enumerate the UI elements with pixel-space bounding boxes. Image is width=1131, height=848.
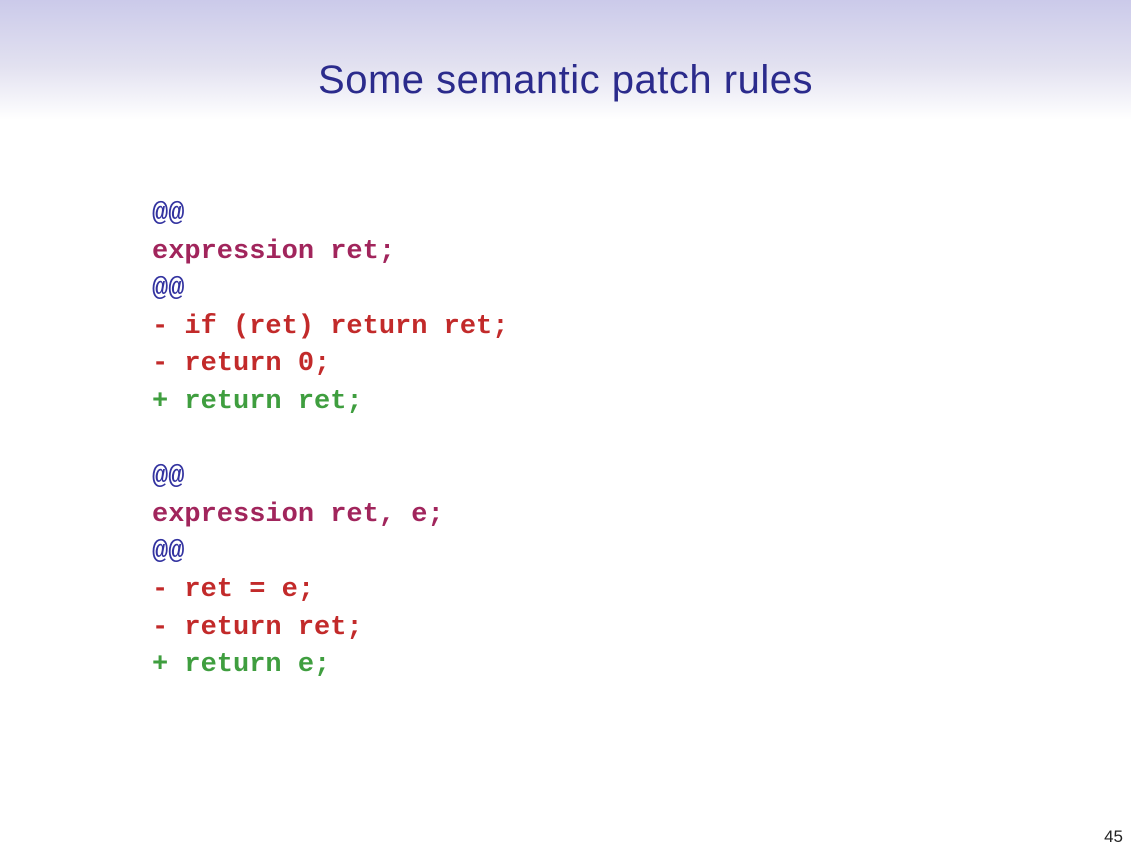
code-line: expression ret, e; [152, 499, 444, 530]
code-line: @@ [152, 274, 185, 305]
code-line: expression ret; [152, 236, 396, 267]
semantic-patch-rule-1: @@ expression ret; @@ - if (ret) return … [152, 196, 508, 422]
code-area: @@ expression ret; @@ - if (ret) return … [152, 196, 508, 685]
page-title: Some semantic patch rules [318, 58, 813, 102]
code-line: + return ret; [152, 386, 363, 417]
page-number: 45 [1104, 827, 1123, 846]
slide-header: Some semantic patch rules [0, 0, 1131, 120]
code-line: - return 0; [152, 349, 331, 380]
semantic-patch-rule-2: @@ expression ret, e; @@ - ret = e; - re… [152, 459, 508, 685]
code-line: - if (ret) return ret; [152, 311, 509, 342]
code-line: @@ [152, 462, 185, 493]
code-line: + return e; [152, 650, 331, 681]
code-line: @@ [152, 199, 185, 229]
code-line: @@ [152, 537, 185, 568]
code-line: - return ret; [152, 612, 363, 643]
code-line: - ret = e; [152, 574, 315, 605]
